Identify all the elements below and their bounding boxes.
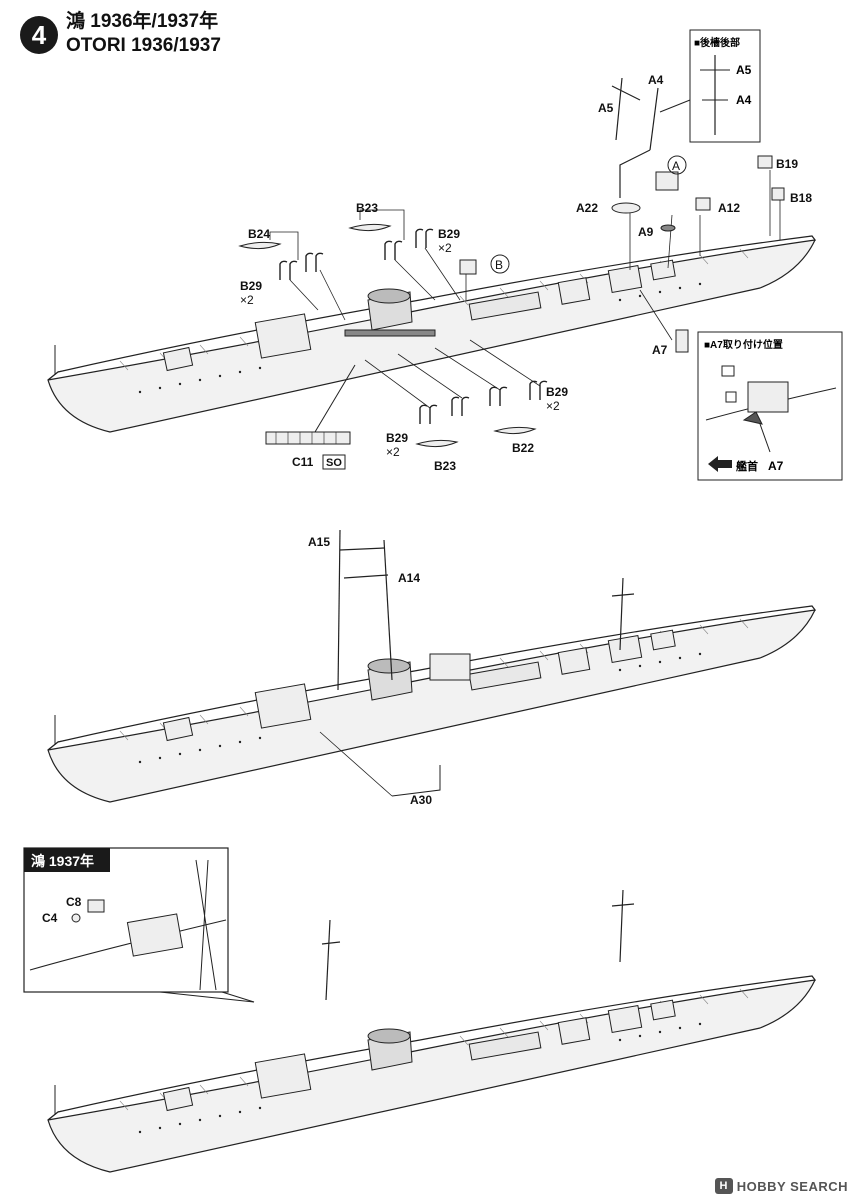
part-b18 (771, 187, 785, 201)
step-header: 4 鴻 1936年/1937年 OTORI 1936/1937 (20, 10, 221, 58)
leader-c11 (314, 364, 356, 433)
label-b19: B19 (776, 157, 798, 171)
inset-after-mast (689, 29, 761, 143)
gun-part-a (655, 171, 679, 191)
brand-name: HOBBY SEARCH (736, 1178, 848, 1194)
label-x2-right: ×2 (546, 399, 560, 413)
part-a30 (391, 765, 441, 797)
label-b22: B22 (512, 441, 534, 455)
part-b29-a (279, 260, 298, 281)
hull-stage-2 (47, 605, 816, 803)
part-b29-b (305, 252, 324, 273)
label-a22: A22 (576, 201, 598, 215)
step-title-jp: 鴻 1936年/1937年 (66, 11, 219, 32)
inset-a7-part-label: A7 (768, 459, 784, 473)
label-x2-left: ×2 (240, 293, 254, 307)
label-a4: A4 (648, 73, 664, 87)
inset-label-a4: A4 (736, 93, 752, 107)
label-x2-top: ×2 (438, 241, 452, 255)
label-a30: A30 (410, 793, 432, 807)
label-b24: B24 (248, 227, 270, 241)
label-a14: A14 (398, 571, 420, 585)
leader-lines-stage-1 (269, 170, 781, 409)
label-a12: A12 (718, 201, 740, 215)
part-b29-g (489, 386, 508, 407)
inset-1937-label-c4: C4 (42, 911, 58, 925)
watermark: H HOBBY SEARCH (714, 1178, 848, 1194)
label-a15: A15 (308, 535, 330, 549)
part-a7 (675, 329, 689, 353)
label-b29-right: B29 (546, 385, 568, 399)
part-b22 (494, 426, 536, 435)
mast-stage-3 (321, 889, 635, 1001)
part-a12 (695, 197, 711, 211)
inset-label-a5: A5 (736, 63, 752, 77)
part-b23-top (349, 223, 391, 232)
inset-1937-label-c8: C8 (66, 895, 82, 909)
part-a4-a5-mast (611, 77, 659, 198)
label-b29-top: B29 (438, 227, 460, 241)
part-b29-f (451, 396, 470, 417)
label-b29-bottom: B29 (386, 431, 408, 445)
label-b23-top: B23 (356, 201, 378, 215)
part-b29-d (415, 228, 434, 249)
brand-logo-icon: H (714, 1178, 733, 1194)
part-b19 (757, 155, 773, 169)
part-c11 (265, 431, 351, 445)
part-a9 (660, 224, 676, 232)
label-a7: A7 (652, 343, 668, 357)
step-number-badge: 4 (20, 16, 58, 54)
inset-1937-title: 鴻 1937年 (31, 853, 94, 869)
gun-part-b (459, 259, 477, 275)
label-a9: A9 (638, 225, 654, 239)
label-b29-left: B29 (240, 279, 262, 293)
part-a22 (611, 202, 641, 214)
part-b23-bottom (416, 439, 458, 448)
label-c11: C11 (292, 455, 314, 469)
part-b29-c (384, 240, 403, 261)
part-b24 (239, 241, 281, 250)
inset-a7-title: ■A7取り付け位置 (704, 338, 783, 351)
part-b29-h (529, 380, 548, 401)
label-a5: A5 (598, 101, 614, 115)
step-title-en: OTORI 1936/1937 (66, 35, 221, 56)
label-b18: B18 (790, 191, 812, 205)
label-so: SO (326, 457, 342, 469)
label-x2-bottom: ×2 (386, 445, 400, 459)
mast-stage-2 (337, 529, 635, 691)
label-circle-b: B (495, 258, 503, 272)
inset-a7-bow-label: 艦首 (736, 459, 758, 473)
inset-after-mast-title: ■後檣後部 (694, 36, 740, 49)
part-b29-e (419, 404, 438, 425)
part-c11-installed (344, 329, 436, 337)
hull-stage-3 (47, 975, 816, 1173)
label-b23-bottom: B23 (434, 459, 456, 473)
label-circle-a: A (672, 159, 680, 173)
